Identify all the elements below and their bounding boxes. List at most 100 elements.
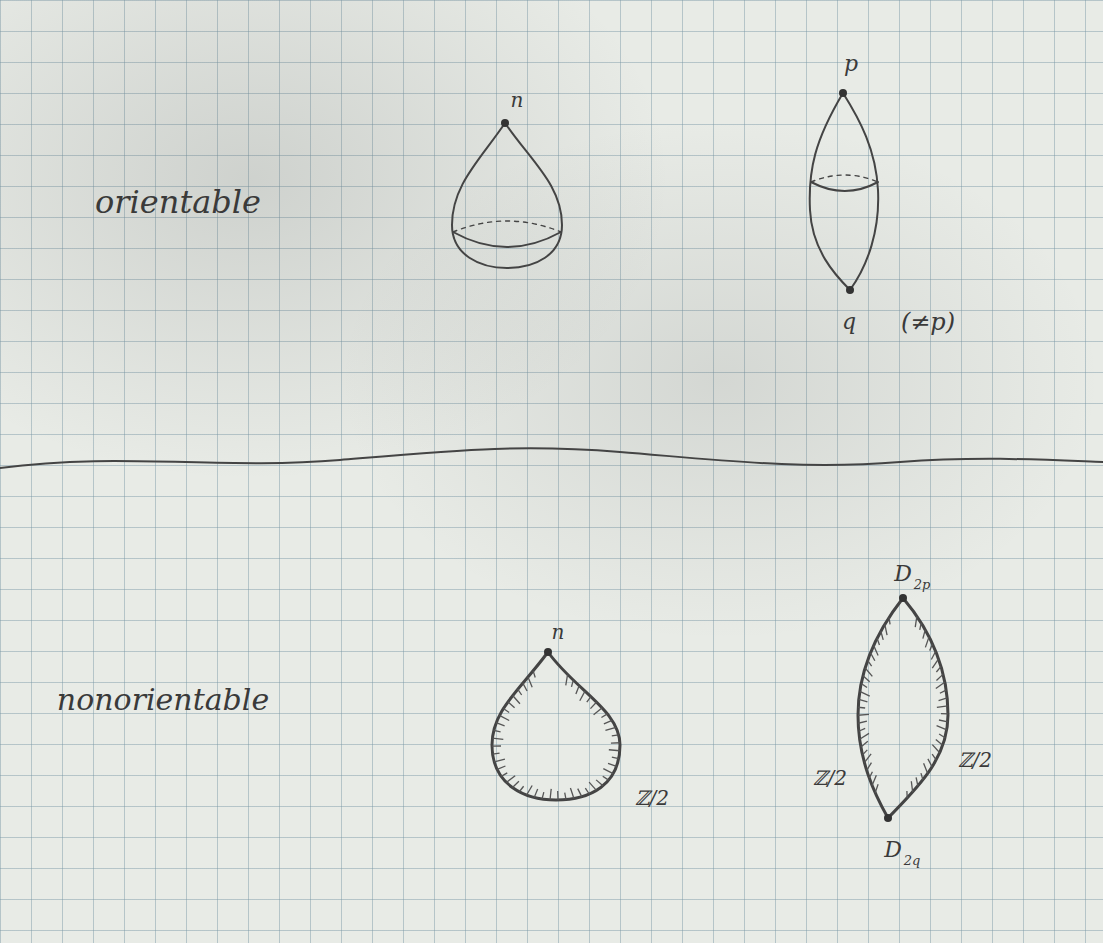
hatch-tick bbox=[542, 792, 544, 799]
hatch-tick bbox=[869, 772, 872, 778]
hatch-tick bbox=[936, 667, 940, 672]
hatch-tick bbox=[860, 691, 870, 696]
hatch-tick bbox=[939, 698, 948, 701]
hatch-tick bbox=[925, 637, 929, 647]
hatch-tick bbox=[527, 786, 533, 795]
hatch-tick bbox=[923, 630, 925, 639]
hatch-tick bbox=[570, 788, 573, 798]
hatch-tick bbox=[871, 653, 875, 661]
hatch-tick bbox=[492, 745, 501, 746]
hatch-tick bbox=[931, 652, 935, 660]
hatch-tick bbox=[937, 726, 947, 730]
corner-subscript: 2q bbox=[904, 854, 921, 867]
football-outline bbox=[858, 598, 948, 818]
hatch-tick bbox=[601, 714, 607, 718]
condition-note: (≠p) bbox=[901, 310, 955, 334]
hatch-tick bbox=[608, 763, 616, 766]
hatch-tick bbox=[937, 706, 948, 707]
corner-subscript: 2p bbox=[914, 578, 931, 591]
teardrop-outline bbox=[452, 123, 562, 268]
hatch-tick bbox=[499, 715, 509, 720]
hatch-tick bbox=[867, 763, 872, 771]
hatch-tick bbox=[578, 789, 582, 797]
teardrop-outline bbox=[492, 652, 620, 800]
hatch-tick bbox=[609, 749, 620, 751]
hatch-tick bbox=[576, 686, 579, 694]
hatch-tick bbox=[889, 618, 890, 625]
hatch-tick bbox=[494, 759, 505, 762]
equator-front bbox=[811, 182, 878, 191]
hatch-tick bbox=[533, 671, 535, 678]
hatch-tick bbox=[565, 793, 566, 800]
cone-order: n bbox=[511, 90, 524, 110]
cone-point bbox=[501, 119, 509, 127]
hatch-tick bbox=[557, 791, 559, 800]
hatch-tick bbox=[936, 682, 945, 688]
hatch-tick bbox=[930, 644, 933, 650]
hatch-tick bbox=[936, 740, 943, 746]
corner-group: D bbox=[884, 839, 902, 861]
hatch-tick bbox=[596, 780, 603, 786]
hatch-tick bbox=[566, 675, 568, 686]
hatch-tick bbox=[861, 683, 867, 687]
hatch-tick bbox=[493, 753, 500, 754]
hatch-tick bbox=[932, 745, 939, 753]
hatch-tick bbox=[932, 659, 938, 668]
hatch-tick bbox=[936, 674, 943, 680]
hatch-tick bbox=[519, 786, 523, 792]
hatch-tick bbox=[590, 702, 596, 709]
hatch-tick bbox=[874, 646, 878, 656]
divider-wave bbox=[0, 448, 1103, 468]
hatch-tick bbox=[863, 676, 870, 682]
hatch-tick bbox=[858, 707, 865, 709]
hatch-tick bbox=[924, 763, 928, 773]
hatch-tick bbox=[940, 690, 946, 693]
hatch-tick bbox=[865, 668, 872, 676]
corner-group: D bbox=[894, 563, 912, 585]
hatch-tick bbox=[503, 708, 509, 712]
hatch-tick bbox=[859, 728, 865, 731]
hatch-tick bbox=[494, 730, 501, 732]
hatch-tick bbox=[920, 623, 921, 630]
hatch-tick bbox=[492, 738, 503, 739]
hatch-tick bbox=[932, 754, 936, 760]
hatch-tick bbox=[580, 691, 585, 701]
hatch-tick bbox=[928, 759, 932, 767]
hatch-tick bbox=[587, 697, 591, 703]
hatch-tick bbox=[858, 721, 867, 723]
hatch-tick bbox=[518, 689, 522, 695]
hatch-tick bbox=[605, 727, 616, 730]
cone-order: n bbox=[552, 622, 565, 642]
hatch-tick bbox=[877, 638, 879, 645]
hatch-tick bbox=[863, 750, 868, 755]
mirror-group: ℤ/2 bbox=[635, 788, 669, 808]
hatch-tick bbox=[916, 777, 918, 786]
cone-point bbox=[846, 286, 854, 294]
hatch-tick bbox=[585, 788, 589, 794]
hatch-tick bbox=[906, 791, 908, 798]
equator-back bbox=[811, 175, 878, 182]
hatch-tick bbox=[939, 734, 945, 738]
cone-point bbox=[544, 648, 552, 656]
hatch-tick bbox=[915, 616, 917, 627]
cone-point bbox=[839, 89, 847, 97]
mirror-hatching bbox=[492, 616, 948, 800]
hatch-tick bbox=[603, 769, 613, 774]
hatch-tick bbox=[506, 776, 515, 783]
hatch-tick bbox=[939, 720, 948, 722]
hatch-tick bbox=[872, 775, 876, 785]
cone-point bbox=[884, 814, 892, 822]
hatch-tick bbox=[589, 782, 596, 790]
hatch-tick bbox=[594, 708, 603, 715]
hatch-tick bbox=[612, 757, 619, 758]
hatch-tick bbox=[885, 624, 887, 635]
hatch-tick bbox=[612, 735, 619, 736]
cone-order: p bbox=[844, 53, 858, 75]
equator-back bbox=[453, 221, 561, 232]
hatch-tick bbox=[508, 702, 515, 708]
hatch-tick bbox=[861, 741, 868, 747]
hatch-tick bbox=[859, 699, 868, 701]
hatch-tick bbox=[860, 733, 869, 739]
hatch-tick bbox=[604, 720, 612, 724]
